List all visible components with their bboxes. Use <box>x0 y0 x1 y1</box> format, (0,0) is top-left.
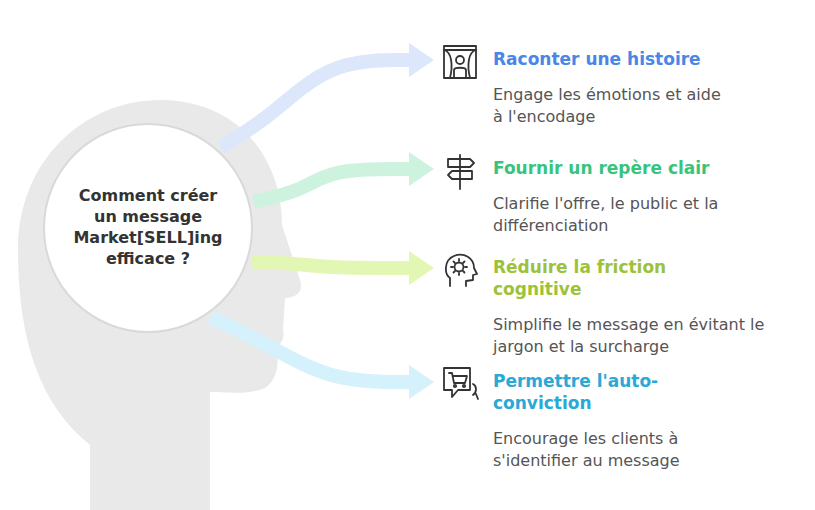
arrow-shaft <box>211 317 410 382</box>
arrow-shaft <box>252 262 410 268</box>
arrow-head <box>409 251 434 285</box>
item-body: Encourage les clients à s'identifier au … <box>493 428 733 471</box>
idea-item: Raconter une histoireEngage les émotions… <box>440 48 740 127</box>
curved-arrow <box>252 251 434 285</box>
head-silhouette <box>18 100 301 510</box>
arrow-head <box>409 43 434 77</box>
question-text: Comment créer un message Market[SELL]ing… <box>65 186 231 269</box>
idea-item: Permettre l'auto-convictionEncourage les… <box>440 370 740 471</box>
arrow-shaft <box>254 169 410 202</box>
item-icon <box>440 364 480 404</box>
arrow-shaft <box>221 60 410 147</box>
item-icon <box>440 42 480 82</box>
item-heading: Réduire la friction cognitive <box>493 256 693 300</box>
item-body: Simplifie le message en évitant le jargo… <box>493 314 808 357</box>
item-body: Engage les émotions et aide à l'encodage <box>493 84 733 127</box>
curved-arrow <box>211 317 434 399</box>
arrow-head <box>409 152 434 186</box>
curved-arrow <box>221 43 434 147</box>
item-icon <box>440 151 480 191</box>
question-circle: Comment créer un message Market[SELL]ing… <box>43 123 253 333</box>
item-icon <box>440 250 480 290</box>
item-body: Clarifie l'offre, le public et la différ… <box>493 193 758 236</box>
idea-item: Fournir un repère clairClarifie l'offre,… <box>440 157 770 236</box>
item-heading: Permettre l'auto-conviction <box>493 370 688 414</box>
arrow-head <box>409 365 434 399</box>
item-heading: Raconter une histoire <box>493 48 733 70</box>
idea-item: Réduire la friction cognitiveSimplifie l… <box>440 256 810 357</box>
item-heading: Fournir un repère clair <box>493 157 753 179</box>
curved-arrow <box>254 152 434 202</box>
